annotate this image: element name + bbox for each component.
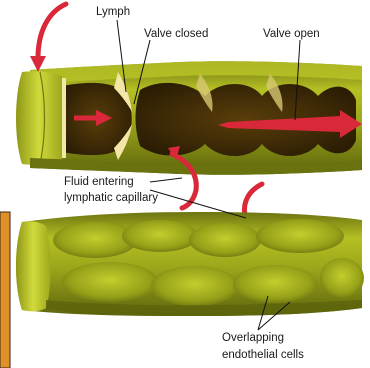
- endothelial-cell: [62, 262, 158, 302]
- curved-arrow-top-left: [38, 4, 66, 58]
- label-lymph: Lymph: [96, 6, 130, 18]
- endothelial-cell: [320, 258, 364, 298]
- label-overlapping-line2: endothelial cells: [222, 349, 304, 361]
- endothelial-cell: [256, 219, 344, 253]
- endothelial-cell: [122, 220, 198, 252]
- endothelial-cell: [189, 223, 261, 257]
- label-valve-closed: Valve closed: [144, 28, 208, 40]
- label-fluid-entering-line2: lymphatic capillary: [64, 192, 158, 204]
- lower-vessel: [16, 212, 364, 316]
- label-fluid-entering-line1: Fluid entering: [64, 176, 134, 188]
- vessel-end-cap: [16, 71, 66, 165]
- label-overlapping-line1: Overlapping: [222, 332, 284, 344]
- endothelial-cell: [151, 266, 239, 306]
- left-panel-fragment: [0, 212, 10, 368]
- label-valve-open: Valve open: [263, 28, 320, 40]
- leader-fluid-1: [150, 178, 182, 182]
- endothelial-cell: [233, 265, 317, 303]
